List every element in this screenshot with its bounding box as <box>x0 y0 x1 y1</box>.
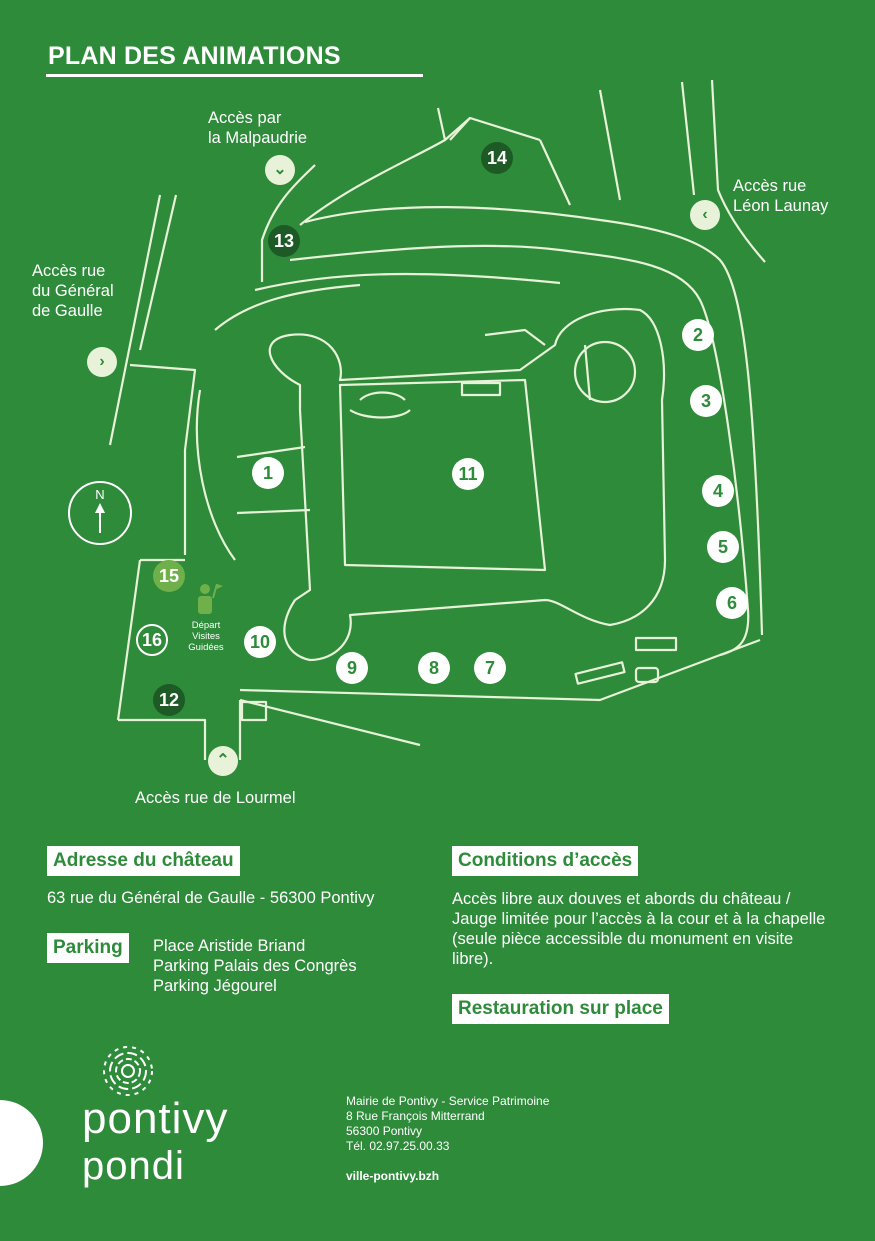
marker-9[interactable]: 9 <box>336 652 368 684</box>
contact-line: 56300 Pontivy <box>346 1124 423 1138</box>
address-title: Adresse du château <box>47 846 240 876</box>
logo-text-breton: pondi <box>82 1144 185 1188</box>
marker-15[interactable]: 15 <box>153 560 185 592</box>
marker-14[interactable]: 14 <box>481 142 513 174</box>
marker-10[interactable]: 10 <box>244 626 276 658</box>
marker-5[interactable]: 5 <box>707 531 739 563</box>
contact-block: Mairie de Pontivy - Service Patrimoine 8… <box>346 1094 549 1154</box>
access-gaulle-label: Accès rue du Général de Gaulle <box>32 262 114 320</box>
road-malpaudrie <box>260 164 316 282</box>
contact-line: Tél. 02.97.25.00.33 <box>346 1139 450 1153</box>
marker-11[interactable]: 11 <box>452 458 484 490</box>
parking-list: Place Aristide Briand Parking Palais des… <box>153 936 357 996</box>
chevron-down-icon[interactable]: ⌄ <box>265 155 295 185</box>
website-link[interactable]: ville-pontivy.bzh <box>346 1169 440 1183</box>
marker-1[interactable]: 1 <box>252 457 284 489</box>
compass: N <box>68 481 132 545</box>
depart-label: Départ Visites Guidées <box>188 620 224 653</box>
guide-person-icon <box>198 583 223 614</box>
parking-item: Parking Jégourel <box>153 977 277 995</box>
road-launay <box>710 80 766 263</box>
contact-line: Mairie de Pontivy - Service Patrimoine <box>346 1094 550 1108</box>
marker-4[interactable]: 4 <box>702 475 734 507</box>
compass-north-label: N <box>95 487 105 502</box>
parking-item: Parking Palais des Congrès <box>153 957 357 975</box>
road-gaulle <box>108 194 162 446</box>
conditions-text: Accès libre aux douves et abords du chât… <box>452 890 826 968</box>
access-launay-label: Accès rue Léon Launay <box>733 177 829 215</box>
restauration-title: Restauration sur place <box>452 994 669 1024</box>
parking-title: Parking <box>47 933 129 963</box>
access-malpaudrie-label: Accès par la Malpaudrie <box>208 109 308 147</box>
marker-16[interactable]: 16 <box>136 624 168 656</box>
north-arrow-icon <box>95 503 105 533</box>
castle-outline <box>268 308 667 662</box>
pontivy-logo-icon <box>103 1046 153 1096</box>
access-lourmel-label: Accès rue de Lourmel <box>135 789 296 807</box>
contact-line: 8 Rue François Mitterrand <box>346 1109 485 1123</box>
logo-text: pontivy <box>82 1094 229 1143</box>
castle-map <box>108 80 766 760</box>
page-title: PLAN DES ANIMATIONS <box>48 42 341 70</box>
page-tab-decoration <box>0 1100 43 1186</box>
address-text: 63 rue du Général de Gaulle - 56300 Pont… <box>47 889 375 907</box>
marker-6[interactable]: 6 <box>716 587 748 619</box>
chevron-left-icon[interactable]: ‹ <box>690 200 720 230</box>
chevron-right-icon[interactable]: › <box>87 347 117 377</box>
chevron-up-icon[interactable]: ⌃ <box>208 746 238 776</box>
marker-13[interactable]: 13 <box>268 225 300 257</box>
marker-3[interactable]: 3 <box>690 385 722 417</box>
marker-7[interactable]: 7 <box>474 652 506 684</box>
parking-item: Place Aristide Briand <box>153 937 306 955</box>
conditions-title: Conditions d’accès <box>452 846 639 876</box>
marker-12[interactable]: 12 <box>153 684 185 716</box>
marker-8[interactable]: 8 <box>418 652 450 684</box>
title-underline <box>46 74 423 77</box>
marker-2[interactable]: 2 <box>682 319 714 351</box>
